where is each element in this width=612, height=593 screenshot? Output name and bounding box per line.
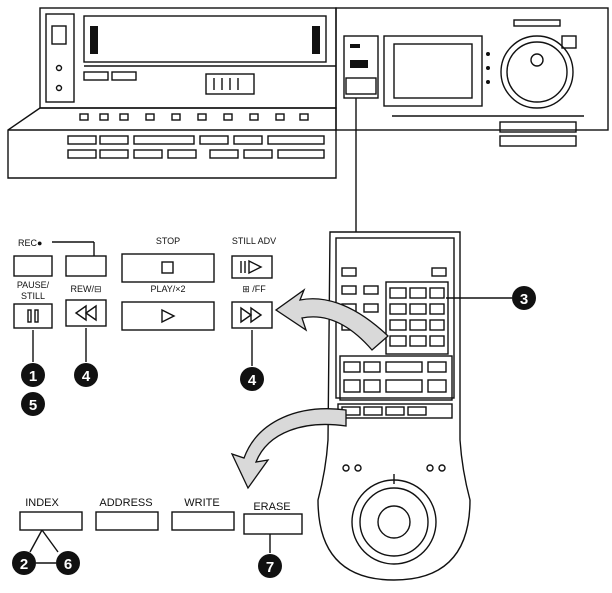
- flap-buttons: [67, 113, 325, 159]
- write-button: [171, 511, 235, 531]
- remote-jog-dial: [351, 479, 437, 565]
- callout-6-number: 6: [64, 556, 72, 573]
- remote-buttons-grid: [337, 267, 453, 419]
- callout-4b-number: 4: [248, 372, 257, 389]
- callout-7-number: 7: [266, 559, 274, 576]
- stop-icon: [161, 261, 174, 274]
- callouts: 3 1 5 4 4 2 6 7: [12, 286, 536, 578]
- curved-arrow-upper: [274, 288, 389, 351]
- fast-forward-icon: [240, 306, 263, 324]
- still-adv-label: STILL ADV: [232, 236, 276, 246]
- callout-3-number: 3: [520, 291, 528, 308]
- pause-icon: [27, 309, 39, 323]
- callout-5: [21, 392, 45, 416]
- callout-3: [512, 286, 536, 310]
- ff-label: ⊞ /FF: [242, 284, 266, 294]
- callout-2: [12, 551, 36, 575]
- callout-4-ff: [240, 367, 264, 391]
- stop-button: [121, 253, 215, 283]
- callout-1: [21, 363, 45, 387]
- front-flap: [7, 107, 337, 179]
- cassette-slot: [83, 15, 327, 63]
- write-label: WRITE: [184, 497, 219, 509]
- callout-6: [56, 551, 80, 575]
- jog-dial: [500, 35, 574, 109]
- frame-advance-icon: [240, 259, 263, 275]
- erase-button: [243, 513, 303, 535]
- callout-1-number: 1: [29, 368, 37, 385]
- play-label: PLAY/×2: [150, 284, 185, 294]
- callout-4-rew: [74, 363, 98, 387]
- index-button: [19, 511, 83, 531]
- curved-arrow-lower: [230, 408, 347, 490]
- erase-label: ERASE: [253, 501, 290, 513]
- callout-5-number: 5: [29, 397, 37, 414]
- callout-4a-number: 4: [82, 368, 91, 385]
- remote-dock: [343, 35, 379, 99]
- slot-edge: [90, 26, 98, 54]
- ff-button: [231, 301, 273, 329]
- rec-label: REC●: [18, 238, 42, 248]
- vcr-power-panel: [45, 13, 75, 103]
- pause-still-label-line1: PAUSE/: [17, 280, 50, 290]
- play-icon: [161, 308, 176, 324]
- vcr-device: [7, 7, 609, 179]
- address-label: ADDRESS: [99, 497, 152, 509]
- counter-window: [205, 73, 255, 95]
- callout-7: [258, 554, 282, 578]
- power-button: [51, 25, 67, 45]
- slot-edge: [312, 26, 320, 54]
- rewind-icon: [74, 304, 97, 322]
- edit-buttons: INDEX ADDRESS WRITE ERASE: [19, 497, 303, 535]
- rew-button: [65, 299, 107, 327]
- remote-control: [317, 231, 471, 581]
- transport-buttons: REC● STOP STILL ADV PAUSE/ STILL REW/⊟: [13, 236, 276, 331]
- still-adv-button: [231, 255, 273, 279]
- small-button: [111, 71, 137, 81]
- small-button: [83, 71, 109, 81]
- lcd-display: [383, 35, 483, 107]
- indicator-led: [55, 64, 63, 72]
- index-label: INDEX: [25, 497, 59, 509]
- rec-button-left: [13, 255, 53, 277]
- pause-still-label-line2: STILL: [21, 291, 45, 301]
- vcr-right-body: [335, 7, 609, 131]
- callout-2-number: 2: [20, 556, 28, 573]
- address-button: [95, 511, 159, 531]
- play-button: [121, 301, 215, 331]
- stop-label: STOP: [156, 236, 180, 246]
- rec-button-right: [65, 255, 107, 277]
- remote-body: [317, 231, 471, 581]
- rew-label: REW/⊟: [70, 284, 101, 294]
- indicator-led: [55, 84, 63, 92]
- pause-still-button: [13, 303, 53, 329]
